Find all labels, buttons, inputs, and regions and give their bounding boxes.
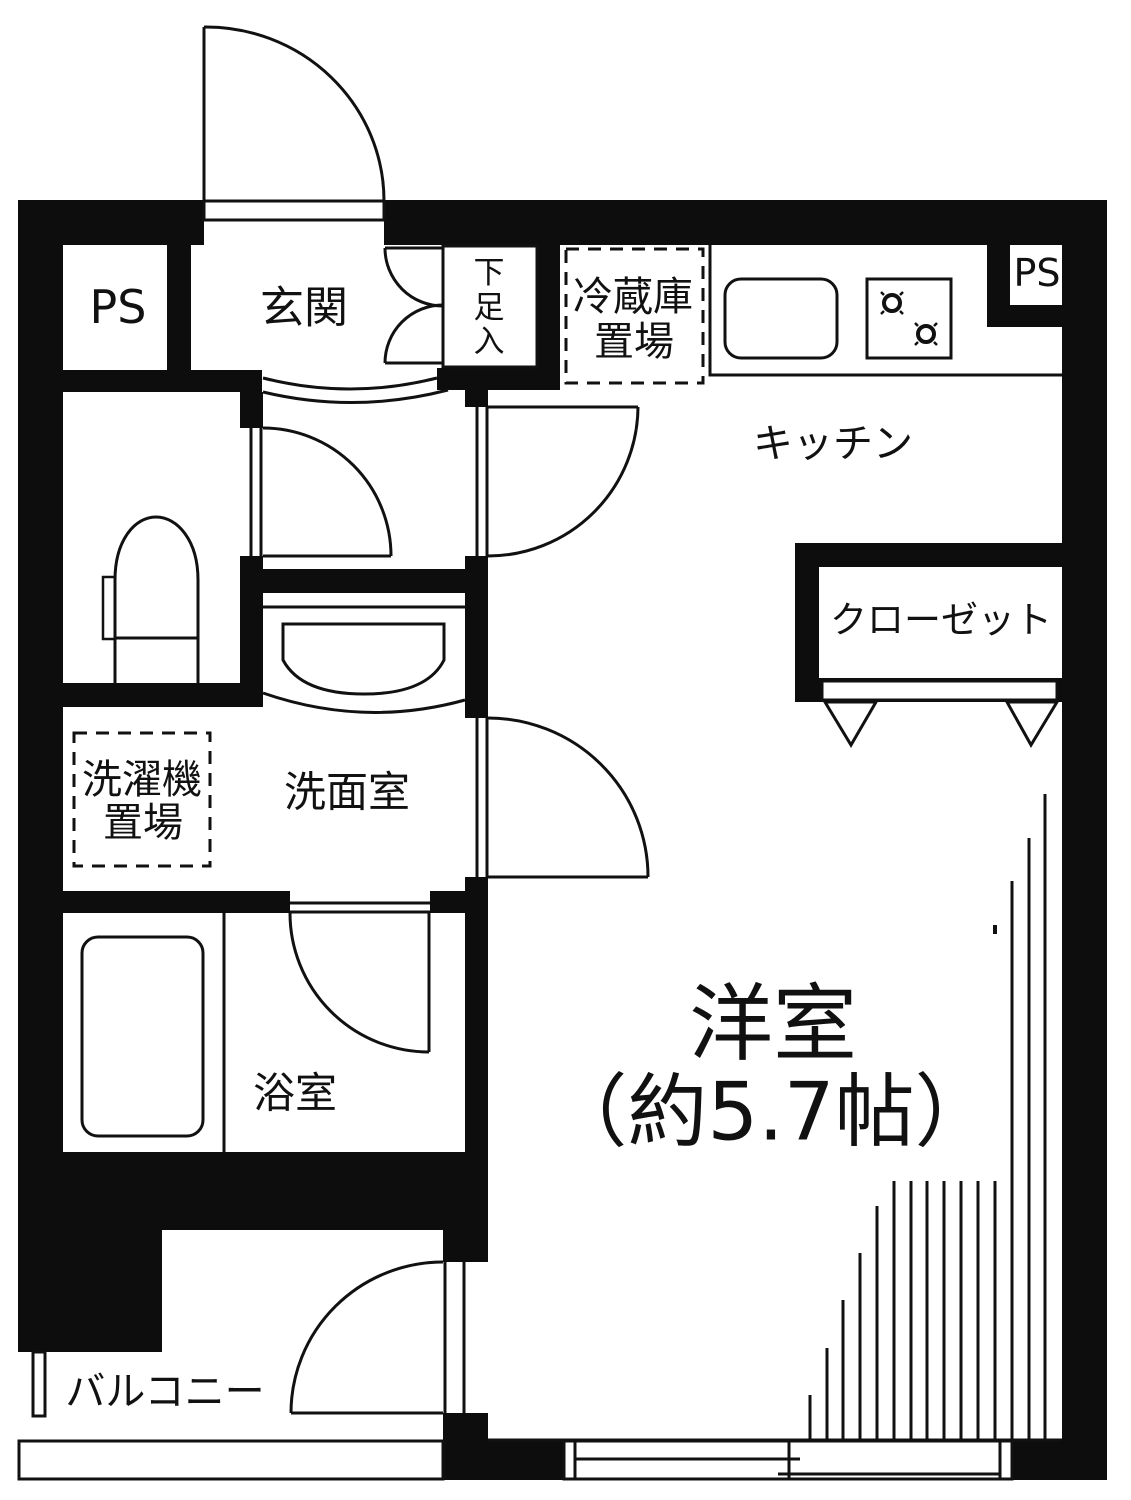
- toilet-control-panel: [101, 575, 117, 641]
- shoe-storage-label-char-3: 入: [474, 324, 505, 360]
- bathtub-icon: [80, 935, 205, 1138]
- balcony-door: [289, 1260, 444, 1415]
- floor-hatching: [488, 794, 1062, 1442]
- kitchen-sink-icon: [723, 277, 839, 360]
- shoe-storage-label-char-1: 下: [474, 255, 505, 291]
- ps-divider-wall: [167, 245, 191, 370]
- fixtures: [72, 244, 1062, 1152]
- washer-space-box: [72, 731, 212, 868]
- ps-left-label: PS: [90, 280, 147, 334]
- shoe-storage-label-char-2: 足: [474, 290, 505, 326]
- washroom-label: 洗面室: [284, 768, 410, 817]
- right-wall: [1062, 200, 1107, 1480]
- sliding-window: [562, 1439, 1014, 1481]
- shoe-box-bottom-wall: [437, 368, 560, 390]
- washroom-bottom-wall-right: [430, 891, 488, 913]
- partition-block-2: [465, 556, 488, 718]
- entrance-step-edge-2: [262, 388, 449, 404]
- bottom-wall-left: [443, 1440, 565, 1480]
- room-labels: PS 玄関 下 足 入 冷蔵庫 置場 PS キッチン クローゼット 洗濯機 置場…: [65, 251, 1060, 1415]
- shoe-cabinet-doors: [383, 246, 444, 365]
- shoe-door-arc-top: [383, 247, 444, 308]
- shoe-box-right-wall: [537, 245, 560, 390]
- hatch-mark: [993, 925, 997, 934]
- closet-door-rail: [820, 679, 1059, 702]
- partition-block-1: [465, 390, 488, 407]
- closet-interior: [819, 567, 1062, 678]
- closet-door-left-icon: [822, 700, 879, 748]
- kitchen-label: キッチン: [753, 421, 913, 467]
- balcony-side-wall: [18, 1228, 162, 1352]
- washroom-bottom-wall-left: [18, 891, 290, 913]
- western-room-label: 洋室: [689, 975, 857, 1073]
- western-room-area-label: （約5.7帖）: [547, 1066, 994, 1159]
- washroom-door-arc: [487, 716, 650, 878]
- toilet-door-arc: [262, 426, 393, 557]
- kitchen-counter: [708, 245, 1062, 377]
- burner-icon-2: [916, 324, 936, 344]
- toilet-door-jamb-top: [240, 392, 263, 428]
- burner-grates: [880, 291, 938, 346]
- ps-right-wall-h: [987, 305, 1062, 327]
- balcony-railing: [17, 1439, 445, 1481]
- entrance-label: 玄関: [260, 283, 348, 334]
- burner-icon-1: [882, 293, 902, 313]
- closet-label: クローゼット: [830, 599, 1052, 642]
- wash-basin-icon: [262, 605, 466, 714]
- entrance-step-edge-1: [262, 376, 438, 391]
- top-wall-right: [384, 200, 1107, 245]
- entrance-bottom-wall: [18, 370, 262, 392]
- front-door: [202, 25, 386, 202]
- hallway-bottom-wall: [263, 569, 465, 593]
- toilet-bottom-wall: [63, 683, 263, 707]
- basin-bowl: [281, 622, 446, 696]
- balcony-post: [31, 1350, 47, 1418]
- bath-door-arc: [288, 912, 430, 1054]
- balcony-door-arc: [289, 1260, 444, 1414]
- shoe-storage-box: [441, 244, 539, 369]
- toilet-bowl: [113, 515, 200, 684]
- bathroom-door: [288, 912, 431, 1054]
- closet-folding-doors: [822, 700, 1060, 748]
- stove-body: [865, 277, 953, 360]
- hall-door-arc: [487, 406, 640, 558]
- openings: [17, 199, 1014, 1481]
- closet-door-right-icon: [1004, 700, 1060, 748]
- fridge-space-box: [564, 247, 705, 385]
- ps-right-label: PS: [1013, 251, 1060, 295]
- fridge-space-label-line-1: 冷蔵庫: [573, 274, 693, 320]
- toilet-hall-wall: [240, 556, 263, 707]
- vanity-front-edge: [262, 691, 466, 714]
- shoe-door-arc-bottom: [383, 303, 444, 364]
- entrance-threshold: [202, 199, 386, 222]
- washer-space-label-line-1: 洗濯機: [82, 757, 202, 803]
- washer-space-label-line-2: 置場: [103, 800, 183, 846]
- toilet-door: [262, 426, 393, 558]
- bathroom-label: 浴室: [253, 1069, 337, 1118]
- fridge-space-label-line-2: 置場: [594, 319, 674, 365]
- hall-to-room-door: [487, 405, 640, 558]
- front-door-swing-arc: [203, 25, 386, 202]
- washroom-door: [487, 716, 650, 879]
- toilet-icon: [101, 515, 200, 684]
- balcony-door-jamb-top: [443, 1228, 488, 1262]
- walls: [18, 200, 1107, 1480]
- bottom-wall-right: [1012, 1440, 1107, 1480]
- balcony-label: バルコニー: [65, 1369, 264, 1415]
- balcony-door-jamb-bottom: [443, 1413, 488, 1440]
- doors: [202, 25, 1060, 1415]
- bath-bottom-wall: [18, 1152, 488, 1230]
- two-burner-stove-icon: [865, 277, 953, 360]
